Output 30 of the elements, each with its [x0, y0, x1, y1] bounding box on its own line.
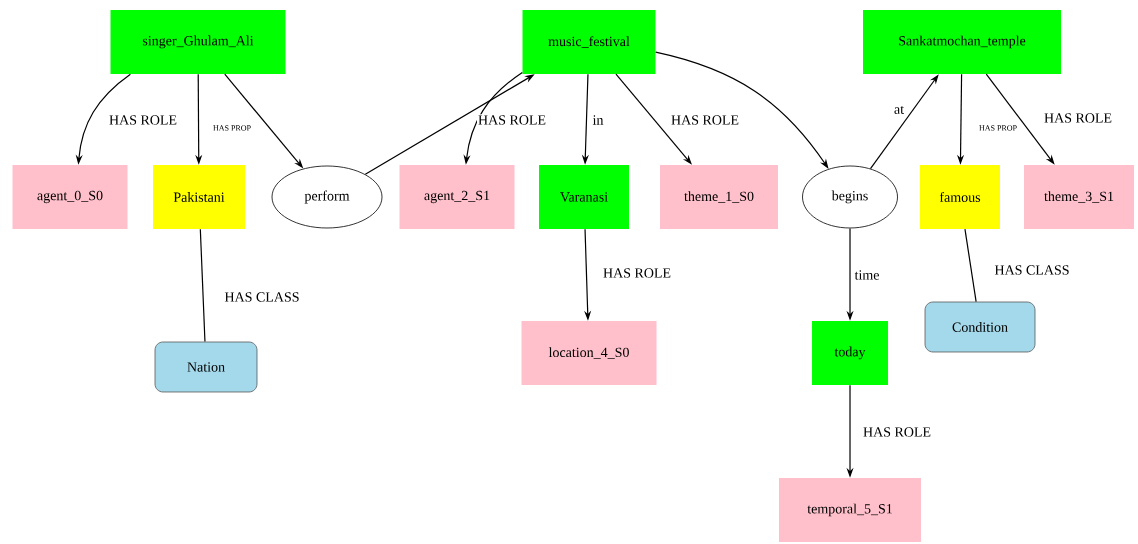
concept-box: Sankatmochan_temple: [863, 10, 1061, 74]
connector-line: [964, 228, 977, 303]
edge-label: in: [591, 114, 605, 126]
concept-box: Varanasi: [539, 165, 629, 229]
edge-label: HAS ROLE: [862, 426, 933, 438]
edge-label: HAS PROP: [212, 124, 252, 132]
connector-line: [199, 228, 206, 343]
edge-label: HAS ROLE: [670, 114, 741, 126]
edge-label: HAS ROLE: [1043, 112, 1114, 124]
concept-box: today: [812, 321, 888, 385]
edge-label: HAS CLASS: [223, 291, 301, 303]
edge-label: time: [853, 269, 881, 281]
class-box: Condition: [924, 301, 1036, 353]
edge-label: HAS ROLE: [107, 114, 179, 126]
concept-box: music_festival: [522, 10, 656, 74]
property-box: famous: [920, 165, 1000, 229]
class-box: Nation: [154, 341, 258, 393]
edge-label: HAS PROP: [978, 124, 1018, 132]
edge-label: HAS ROLE: [477, 114, 548, 126]
edge-label: HAS ROLE: [602, 267, 673, 279]
role-box: agent_2_S1: [399, 165, 515, 229]
role-box: location_4_S0: [521, 321, 657, 385]
role-box: temporal_5_S1: [779, 478, 921, 542]
role-box: agent_0_S0: [12, 165, 128, 229]
property-box: Pakistani: [153, 165, 245, 229]
edge-label: at: [892, 105, 906, 115]
edge-label: HAS CLASS: [993, 264, 1071, 276]
role-box: theme_1_S0: [660, 165, 778, 229]
concept-box: singer_Ghulam_Ali: [110, 10, 286, 74]
role-box: theme_3_S1: [1024, 165, 1134, 229]
